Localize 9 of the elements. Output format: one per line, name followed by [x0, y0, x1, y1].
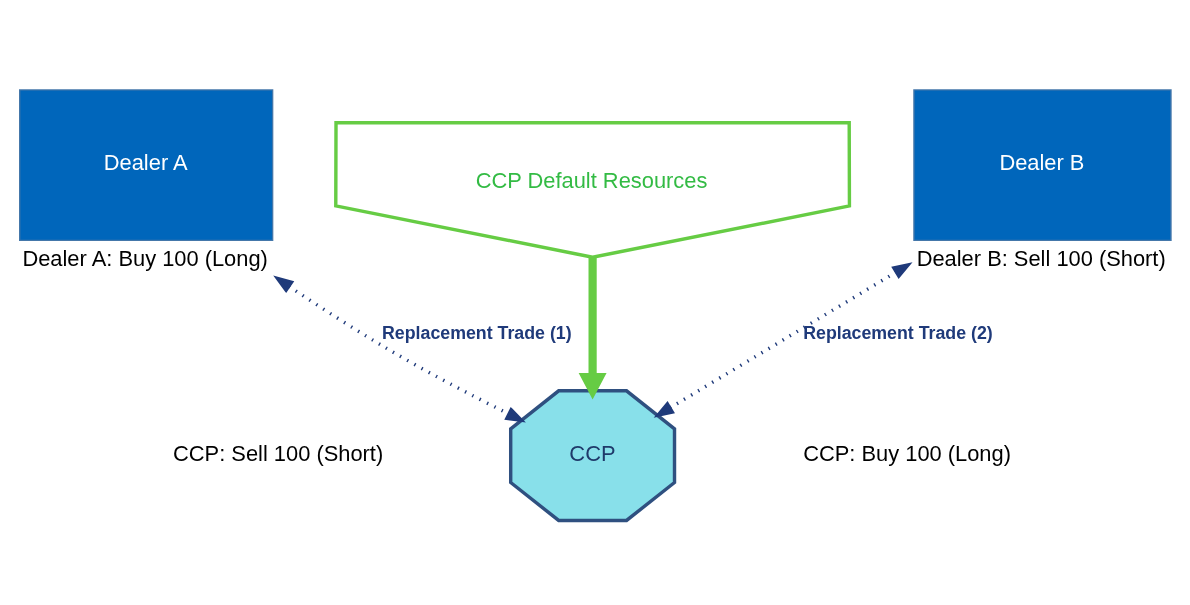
node-label: Dealer A: Buy 100 (Long): [22, 246, 268, 272]
arrow: [653, 262, 913, 418]
label: CCP: Buy 100 (Long): [803, 440, 1011, 466]
edge-label: Replacement Trade (2): [803, 323, 993, 344]
label: CCP: Sell 100 (Short): [173, 440, 384, 466]
edge-label: Replacement Trade (1): [382, 323, 572, 344]
arrow: [273, 275, 526, 423]
arrow: [578, 257, 607, 400]
node-label: Dealer B: Sell 100 (Short): [916, 246, 1166, 272]
